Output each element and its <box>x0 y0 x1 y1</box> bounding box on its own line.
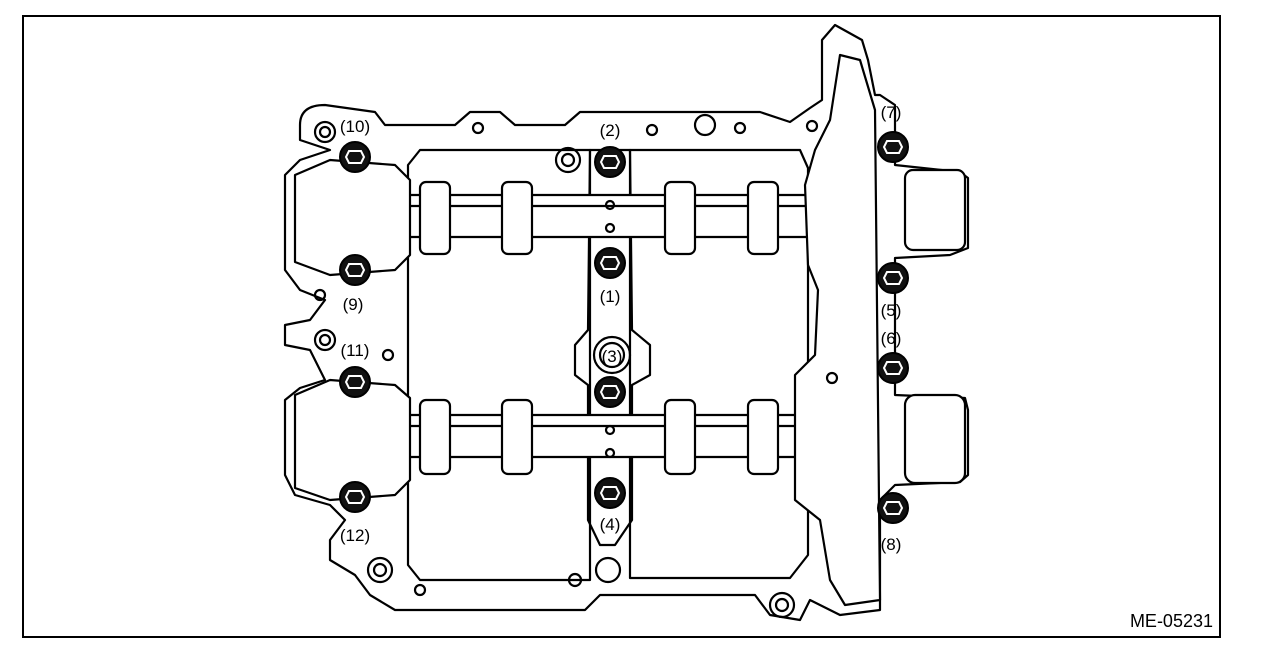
label-4: (4) <box>600 515 621 534</box>
label-11: (11) <box>341 341 370 360</box>
bolt-9 <box>339 254 371 286</box>
bolt-2 <box>594 146 626 178</box>
bolt-7 <box>877 131 909 163</box>
label-6: (6) <box>881 329 902 348</box>
label-3: (3) <box>602 347 623 366</box>
label-2: (2) <box>600 121 621 140</box>
lower-camshaft <box>406 393 967 485</box>
cylinder-head-outline <box>283 23 970 622</box>
bolt-labels: (1) (2) (3) (4) (5) (6) (7) (8) (9) (10)… <box>340 103 902 554</box>
bolt-8 <box>877 492 909 524</box>
bolt-11 <box>339 366 371 398</box>
chain-cover <box>793 53 882 607</box>
bolt-holes <box>313 113 839 619</box>
bolt-6 <box>877 352 909 384</box>
bolt-3 <box>594 376 626 408</box>
bolt-10 <box>339 141 371 173</box>
bolt-5 <box>877 262 909 294</box>
bolt-4 <box>594 477 626 509</box>
label-9: (9) <box>343 295 364 314</box>
inner-valley-right <box>628 148 810 580</box>
label-10: (10) <box>340 117 370 136</box>
label-7: (7) <box>881 103 902 122</box>
label-12: (12) <box>340 526 370 545</box>
figure-code: ME-05231 <box>1130 611 1213 631</box>
label-1: (1) <box>600 287 621 306</box>
label-8: (8) <box>881 535 902 554</box>
bolt-12 <box>339 481 371 513</box>
cap-bolts <box>339 131 909 524</box>
label-5: (5) <box>881 301 902 320</box>
center-cap-bar <box>573 148 652 547</box>
upper-camshaft <box>406 168 967 256</box>
bolt-1 <box>594 247 626 279</box>
